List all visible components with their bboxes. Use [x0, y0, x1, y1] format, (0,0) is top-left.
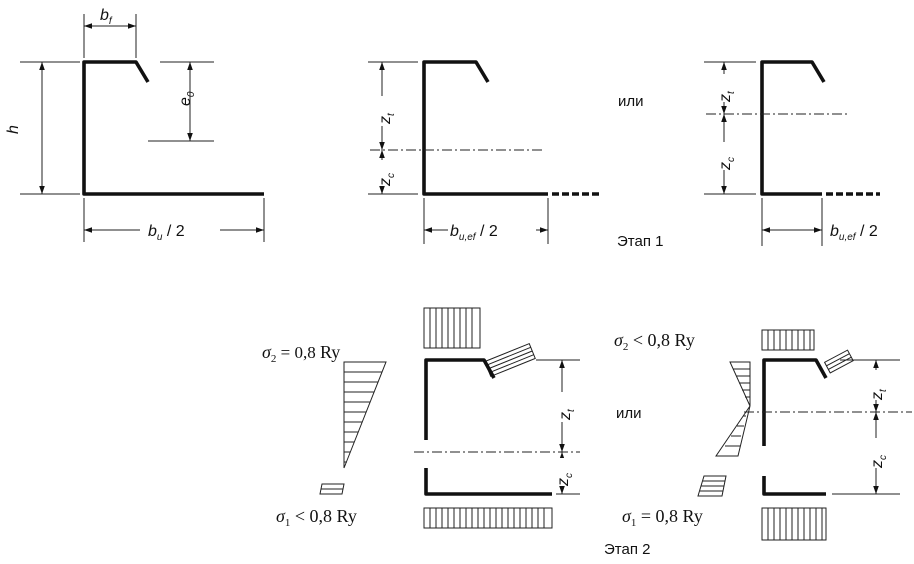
stress-block-lower-flange-left [319, 483, 345, 495]
fig1-full-section: bf h e0 bu / 2 [5, 7, 265, 243]
stress-triangle-web-left [343, 361, 387, 469]
stage2-left-profile-top [424, 358, 496, 440]
label-sigma1-left: σ1 < 0,8 Ry [276, 506, 357, 529]
label-e0: e0 [177, 91, 197, 106]
stress-block-lower-flange-right [697, 475, 727, 497]
label-zc-1: zc [377, 173, 397, 187]
stress-block-bottom-flange-left [423, 507, 553, 529]
label-zt-4: zt [869, 388, 889, 401]
label-bu-half: bu / 2 [148, 223, 185, 243]
label-sigma2-right: σ2 < 0,8 Ry [614, 330, 695, 353]
stress-block-top-flange-right [761, 329, 815, 351]
label-h: h [5, 125, 22, 134]
stress-triangle-web-lower-right [715, 405, 751, 457]
stress-block-lip-left [484, 342, 536, 378]
label-zc-3: zc [555, 473, 575, 487]
stress-block-lip-right [823, 349, 854, 374]
label-or-2: или [616, 405, 642, 422]
stage2-right: σ2 < 0,8 Ry σ1 = 0,8 Ry [614, 329, 912, 541]
label-zc-4: zc [869, 455, 889, 469]
label-buef-2: bu,ef / 2 [830, 223, 878, 243]
stress-triangle-web-upper-right [729, 361, 751, 407]
label-stage-2: Этап 2 [604, 541, 650, 558]
fig1-profile [82, 60, 264, 196]
stage2-right-profile-bottom [762, 476, 826, 496]
fig2-effective-section-a: zt zc bu,ef / 2 [368, 60, 600, 244]
fig3-effective-section-b: zt zc bu,ef / 2 [704, 60, 880, 246]
label-sigma1-right: σ1 = 0,8 Ry [622, 506, 703, 529]
label-buef-1: bu,ef / 2 [450, 223, 498, 243]
stress-block-bottom-flange-right [761, 507, 827, 541]
label-zc-2: zc [717, 157, 737, 171]
label-zt-2: zt [717, 90, 737, 103]
fig2-profile [422, 60, 548, 196]
label-zt-3: zt [557, 408, 577, 421]
fig3-profile [760, 60, 826, 196]
label-or-1: или [618, 93, 644, 110]
stress-block-top-flange-left [423, 307, 481, 349]
label-stage-1: Этап 1 [617, 233, 663, 250]
stage2-left-profile-bottom [424, 468, 552, 496]
label-bf: bf [100, 7, 113, 27]
stage2-left: σ2 = 0,8 Ry σ1 < 0,8 Ry [262, 307, 580, 529]
label-zt-1: zt [377, 112, 397, 125]
stage2-right-profile-top [762, 358, 828, 446]
label-sigma2-left: σ2 = 0,8 Ry [262, 342, 340, 365]
